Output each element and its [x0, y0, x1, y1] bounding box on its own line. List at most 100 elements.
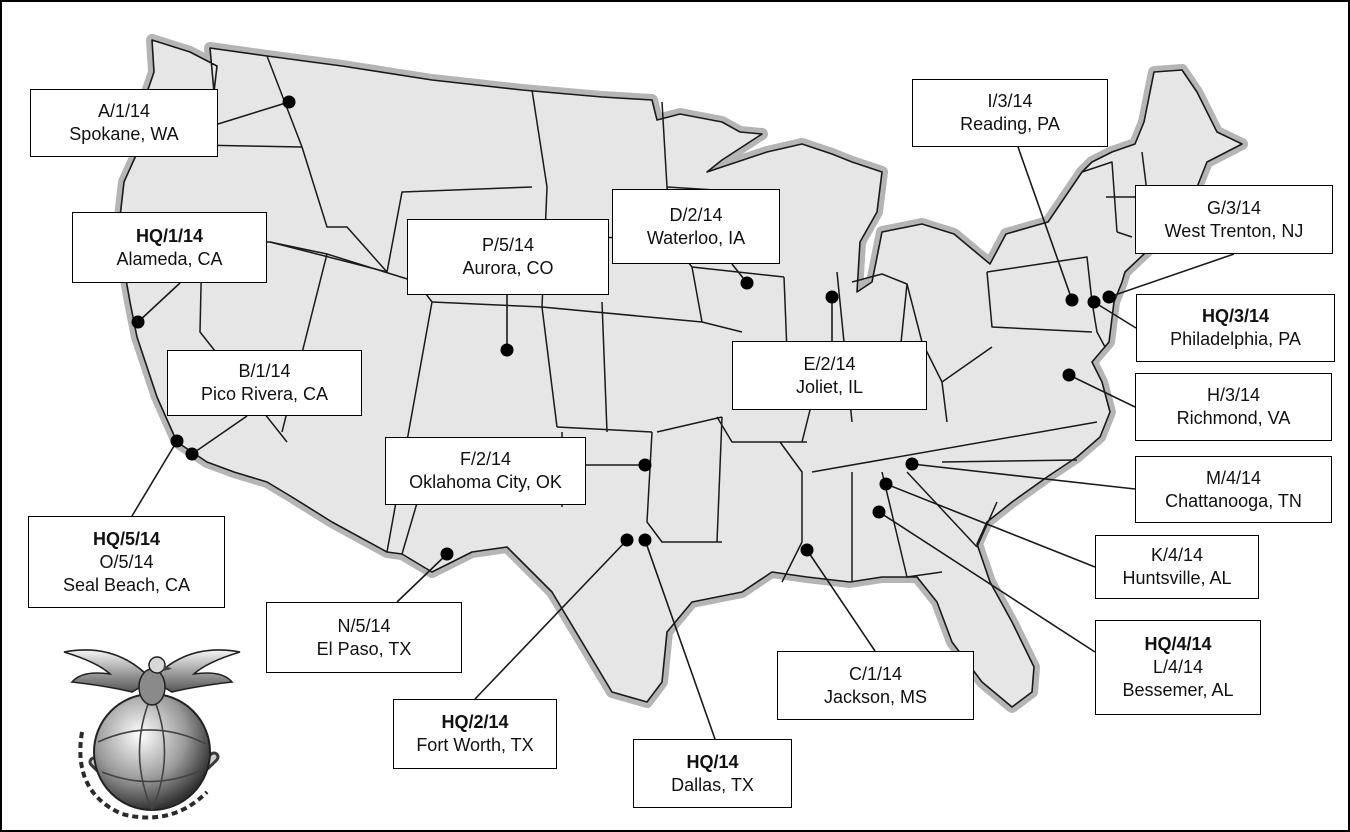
unit-designation: G/3/14 — [1206, 197, 1262, 218]
leader-line-a-1-14 — [217, 101, 290, 125]
location-marker-e-2-14 — [825, 290, 839, 304]
city-name: Seal Beach, CA — [62, 574, 191, 595]
location-marker-hq-1-14 — [131, 315, 145, 329]
state-border-8 — [386, 186, 533, 273]
unit-designation: F/2/14 — [459, 449, 512, 469]
city-name: Fort Worth, TX — [416, 735, 534, 755]
state-border-11 — [556, 426, 653, 433]
unit-designation: N/5/14 — [337, 615, 391, 636]
state-border-37 — [1081, 161, 1118, 233]
location-marker-k-4-14 — [879, 477, 893, 491]
state-border-42 — [941, 346, 993, 383]
state-border-21 — [646, 431, 722, 543]
location-marker-p-5-14 — [500, 343, 514, 357]
location-marker-hq-5-14 — [170, 434, 184, 448]
location-markers — [131, 95, 1116, 561]
location-marker-g-3-14 — [1102, 290, 1116, 304]
unit-designation: E/2/14 — [803, 353, 856, 374]
leader-line-h-3-14 — [1068, 374, 1136, 408]
city-name: Chattanooga, TN — [1165, 490, 1302, 511]
city-name: Philadelphia, PA — [1170, 329, 1301, 349]
leader-line-hq-1-14 — [137, 282, 181, 323]
unit-designation: HQ/5/14 — [92, 528, 161, 549]
state-border-26 — [851, 273, 908, 383]
unit-designation: L/4/14 — [1152, 657, 1204, 677]
leader-line-b-1-14 — [191, 415, 248, 455]
city-name: Jackson, MS — [823, 686, 928, 707]
city-name: Huntsville, AL — [1122, 568, 1232, 588]
leader-line-c-1-14 — [806, 549, 876, 652]
leader-lines — [131, 101, 1235, 740]
leader-line-m-4-14 — [911, 463, 1136, 490]
city-name: Alameda, CA — [116, 248, 223, 269]
leader-line-n-5-14 — [396, 553, 448, 603]
state-border-36 — [1091, 301, 1106, 348]
unit-designation: HQ/1/14 — [135, 225, 204, 246]
location-marker-h-3-14 — [1062, 368, 1076, 382]
location-marker-i-3-14 — [1065, 293, 1079, 307]
city-name: West Trenton, NJ — [1164, 220, 1304, 241]
city-name: Richmond, VA — [1176, 408, 1291, 428]
state-border-20 — [656, 416, 723, 433]
state-border-31 — [906, 471, 978, 548]
state-border-44 — [601, 301, 608, 433]
location-marker-m-4-14 — [905, 457, 919, 471]
city-name: Spokane, WA — [69, 124, 179, 144]
location-marker-hq-3-14 — [1087, 295, 1101, 309]
state-border-34 — [986, 256, 1093, 303]
unit-designation: K/4/14 — [1150, 545, 1204, 565]
leader-line-hq-3-14 — [1093, 301, 1137, 329]
state-border-35 — [986, 271, 1093, 333]
unit-designation: I/3/14 — [987, 91, 1033, 111]
eagle-globe-anchor-emblem — [63, 649, 241, 820]
location-marker-c-1-14 — [800, 543, 814, 557]
state-border-38 — [1116, 231, 1133, 238]
city-name: El Paso, TX — [316, 638, 412, 659]
location-marker-n-5-14 — [440, 547, 454, 561]
unit-designation: D/2/14 — [669, 204, 723, 225]
location-marker-hq-2-14 — [620, 533, 634, 547]
leader-line-hq-5-14 — [131, 440, 178, 517]
leader-line-k-4-14 — [885, 483, 1096, 568]
city-name: Dallas, TX — [671, 774, 754, 795]
location-marker-d-2-14 — [740, 276, 754, 290]
city-name: Waterloo, IA — [646, 227, 746, 248]
unit-designation: HQ/2/14 — [441, 712, 509, 732]
unit-designation: O/5/14 — [99, 551, 154, 572]
location-marker-hq-14 — [638, 533, 652, 547]
city-name: Aurora, CO — [462, 258, 554, 278]
leader-line-hq-4-14 — [878, 511, 1096, 653]
state-border-33 — [941, 459, 1078, 463]
location-marker-b-1-14 — [185, 447, 199, 461]
location-marker-f-2-14 — [638, 458, 652, 472]
unit-designation: P/5/14 — [481, 235, 535, 255]
leader-line-hq-2-14 — [474, 539, 628, 700]
location-marker-a-1-14 — [282, 95, 296, 109]
state-border-12 — [531, 89, 548, 188]
unit-designation: M/4/14 — [1205, 467, 1262, 488]
state-border-30 — [906, 571, 943, 578]
state-border-22 — [716, 416, 723, 543]
location-marker-hq-4-14 — [872, 505, 886, 519]
unit-designation: B/1/14 — [238, 361, 291, 381]
state-border-18 — [701, 321, 743, 333]
unit-designation: HQ/3/14 — [1201, 306, 1270, 326]
city-name: Reading, PA — [960, 114, 1060, 134]
us-landmass — [114, 34, 1248, 713]
city-name: Joliet, IL — [795, 376, 864, 397]
